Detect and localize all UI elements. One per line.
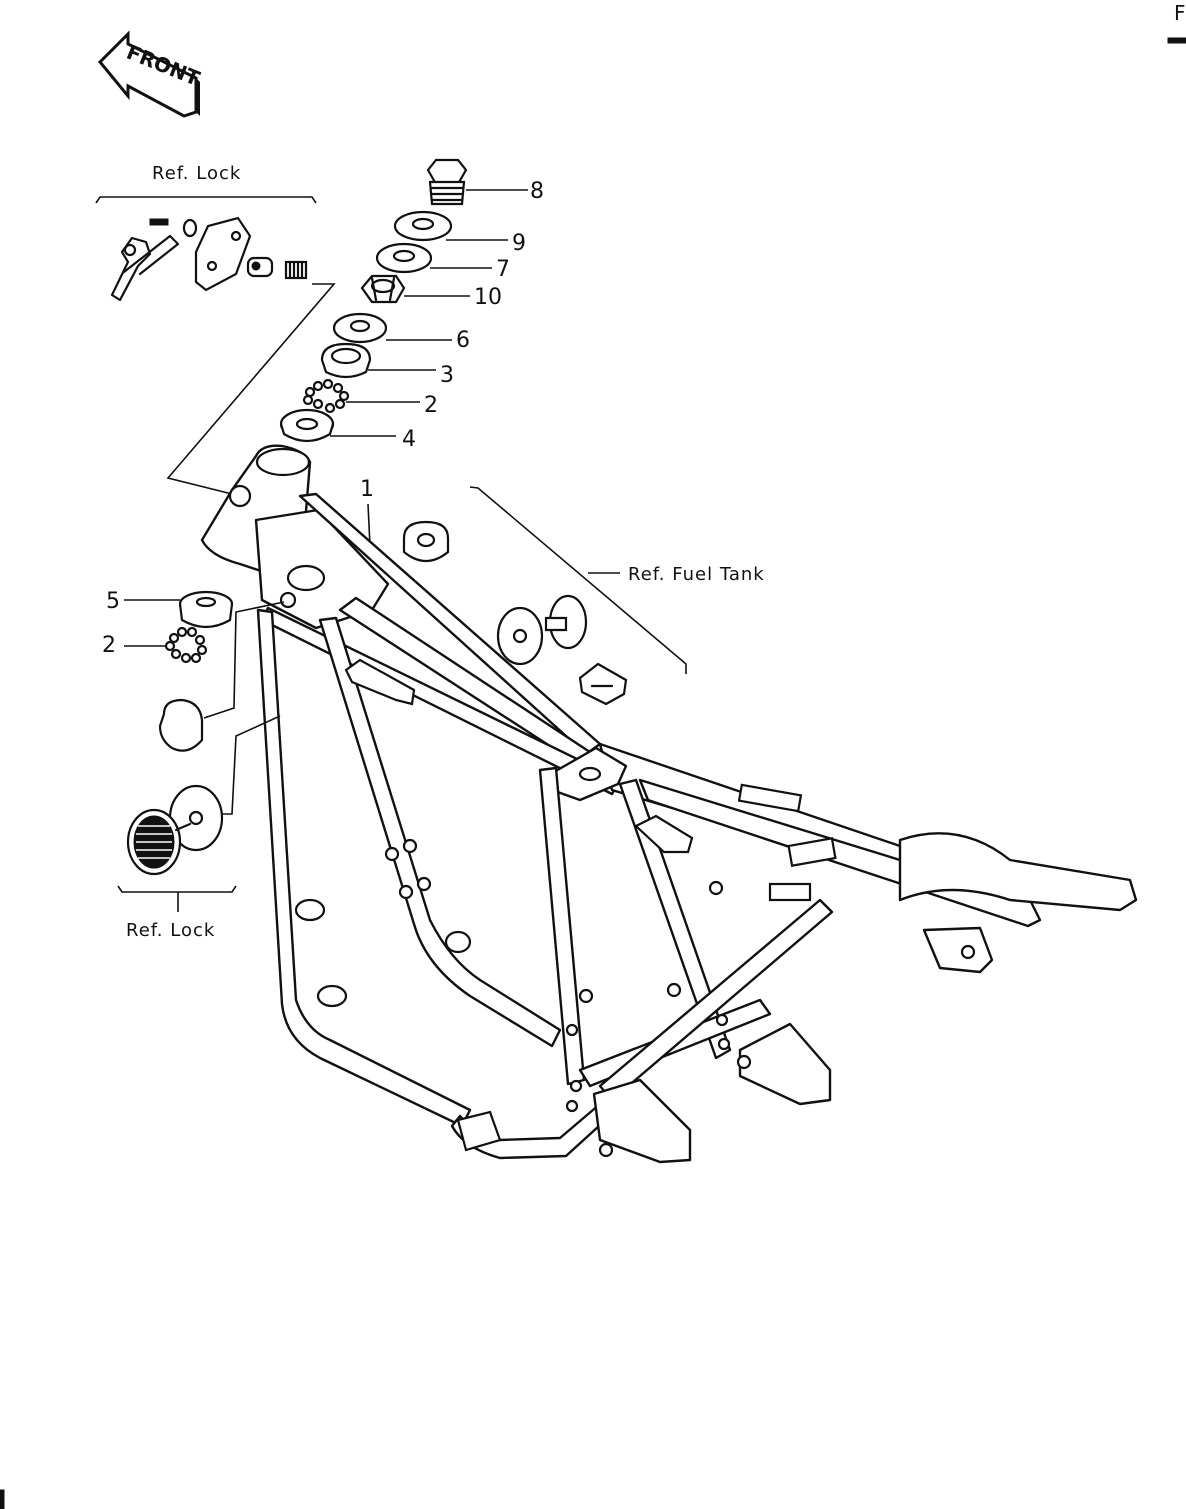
key-icon [110,234,180,302]
part-6-washer [332,312,388,344]
lock-bottom-leader [222,715,281,815]
ref-fuel-tank: Ref. Fuel Tank [628,564,765,585]
ref-lock-top-leader [166,283,336,495]
ref-lock-bottom: Ref. Lock [126,920,215,941]
ref-lock-top: Ref. Lock [152,163,241,184]
part-2-ball-bearings-upper [302,378,350,414]
front-arrow-icon: FRONT [97,30,204,118]
callout-3: 3 [440,363,454,388]
callout-9: 9 [512,231,526,256]
callout-2-upper: 2 [424,393,438,418]
callout-7: 7 [496,257,510,282]
ref-lock-bottom-bracket [117,885,237,912]
ref-lock-top-bracket [95,196,317,204]
part-7-plate [375,242,433,274]
page-corner-mark [1167,37,1186,44]
part-8-stem-nut [426,158,468,206]
ref-fuel-tank-bracket [469,486,687,674]
page-letter: F [1174,1,1186,25]
ignition-lock-parts [110,216,308,302]
part-3-bearing-race [320,342,372,379]
fuel-tank-mounting-parts [402,520,628,706]
callout-4: 4 [402,427,416,452]
callout-5: 5 [106,589,120,614]
frame-assembly [200,444,1138,1164]
part-10-locknut [360,274,406,304]
part-4-bearing-cup [279,408,335,443]
lock-cap-leader [203,601,285,719]
page-corner-mark-bottom [0,1489,5,1509]
part-2-ball-bearings-lower [164,626,208,664]
lock-cap-parts [126,698,224,876]
callout-1: 1 [360,477,374,502]
callout-10: 10 [474,285,502,310]
part-9-washer [393,210,453,242]
callout-2-lower: 2 [102,633,116,658]
callout-6: 6 [456,328,470,353]
callout-8: 8 [530,179,544,204]
part-5-seal [178,590,234,629]
